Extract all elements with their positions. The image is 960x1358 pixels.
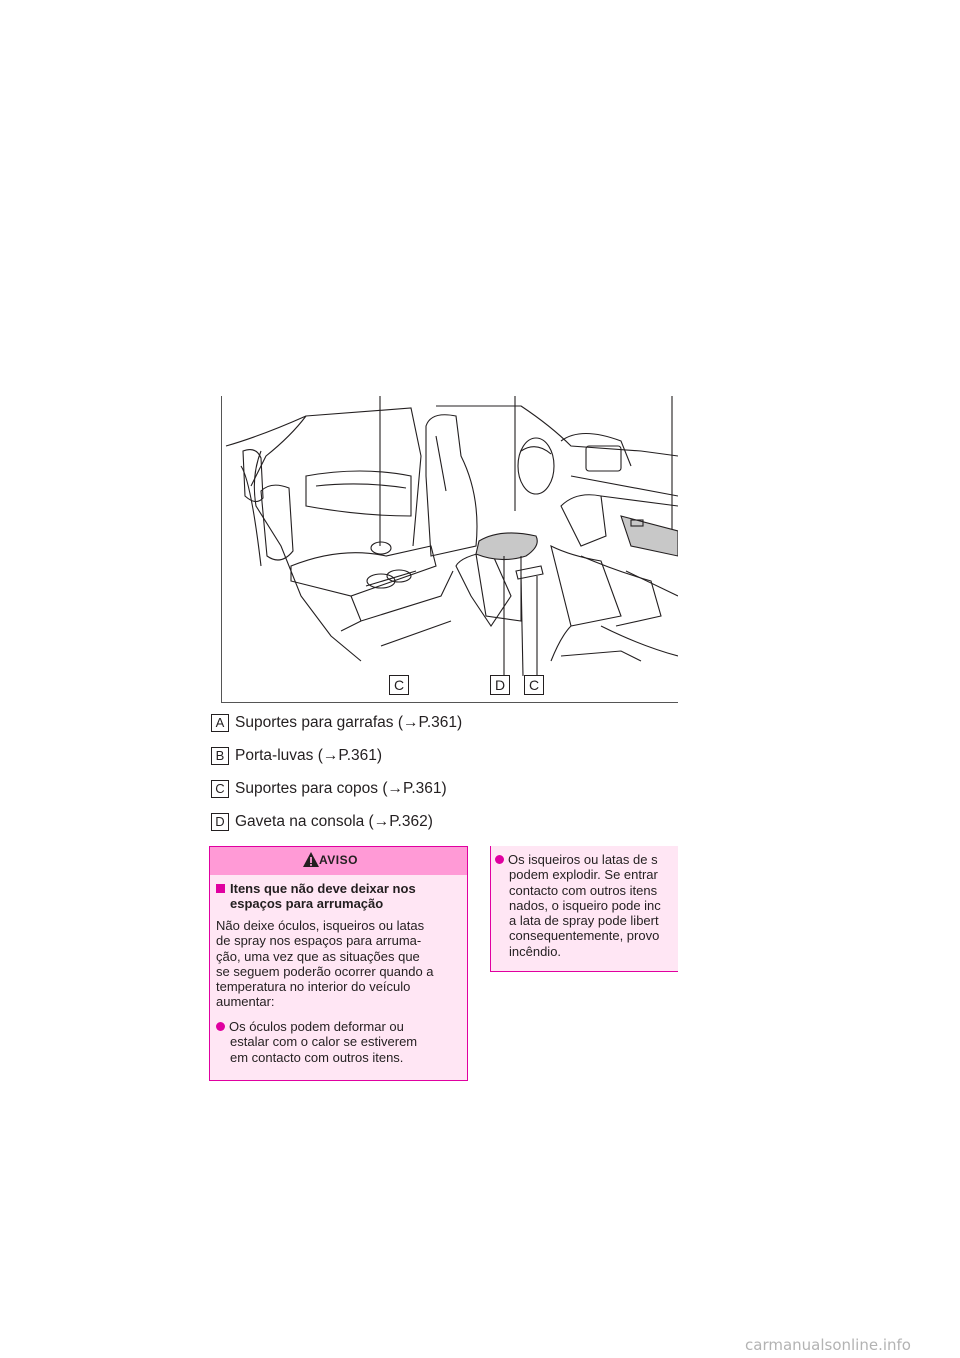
legend-badge: A bbox=[211, 714, 229, 732]
warning-triangle-icon bbox=[303, 852, 319, 867]
warning-box: AVISO Itens que não deve deixar nos espa… bbox=[209, 846, 468, 1081]
warning-header: AVISO bbox=[210, 847, 467, 875]
callout-d: D bbox=[490, 675, 510, 695]
warning-subtitle: Itens que não deve deixar nos espaços pa… bbox=[216, 881, 416, 911]
legend-badge: D bbox=[211, 813, 229, 831]
legend-text: Suportes para garrafas (→P.361) bbox=[235, 714, 463, 731]
legend-item-d: D Gaveta na consola (→P.362) bbox=[211, 812, 433, 832]
watermark: carmanualsonline.info bbox=[745, 1336, 911, 1354]
warning-box-continued: Os isqueiros ou latas de s podem explodi… bbox=[490, 846, 678, 972]
interior-illustration bbox=[221, 396, 678, 703]
legend-item-a: A Suportes para garrafas (→P.361) bbox=[211, 713, 462, 733]
legend-text: Gaveta na consola (→P.362) bbox=[235, 813, 433, 830]
warning-bullet-glasses: Os óculos podem deformar ou estalar com … bbox=[216, 1019, 417, 1065]
warning-bullet-lighters: Os isqueiros ou latas de s podem explodi… bbox=[495, 852, 661, 959]
figure-border-bottom bbox=[221, 702, 678, 703]
legend-badge: C bbox=[211, 780, 229, 798]
legend-text: Suportes para copos (→P.361) bbox=[235, 780, 447, 797]
legend-item-c: C Suportes para copos (→P.361) bbox=[211, 779, 447, 799]
square-bullet-icon bbox=[216, 884, 225, 893]
warning-title: AVISO bbox=[319, 853, 358, 867]
round-bullet-icon bbox=[216, 1022, 225, 1031]
warning-paragraph: Não deixe óculos, isqueiros ou latas de … bbox=[216, 918, 434, 1010]
legend-badge: B bbox=[211, 747, 229, 765]
callout-c-rear: C bbox=[389, 675, 409, 695]
legend-text: Porta-luvas (→P.361) bbox=[235, 747, 383, 764]
legend-item-b: B Porta-luvas (→P.361) bbox=[211, 746, 382, 766]
round-bullet-icon bbox=[495, 855, 504, 864]
figure-border-left bbox=[221, 396, 222, 703]
callout-c-front: C bbox=[524, 675, 544, 695]
